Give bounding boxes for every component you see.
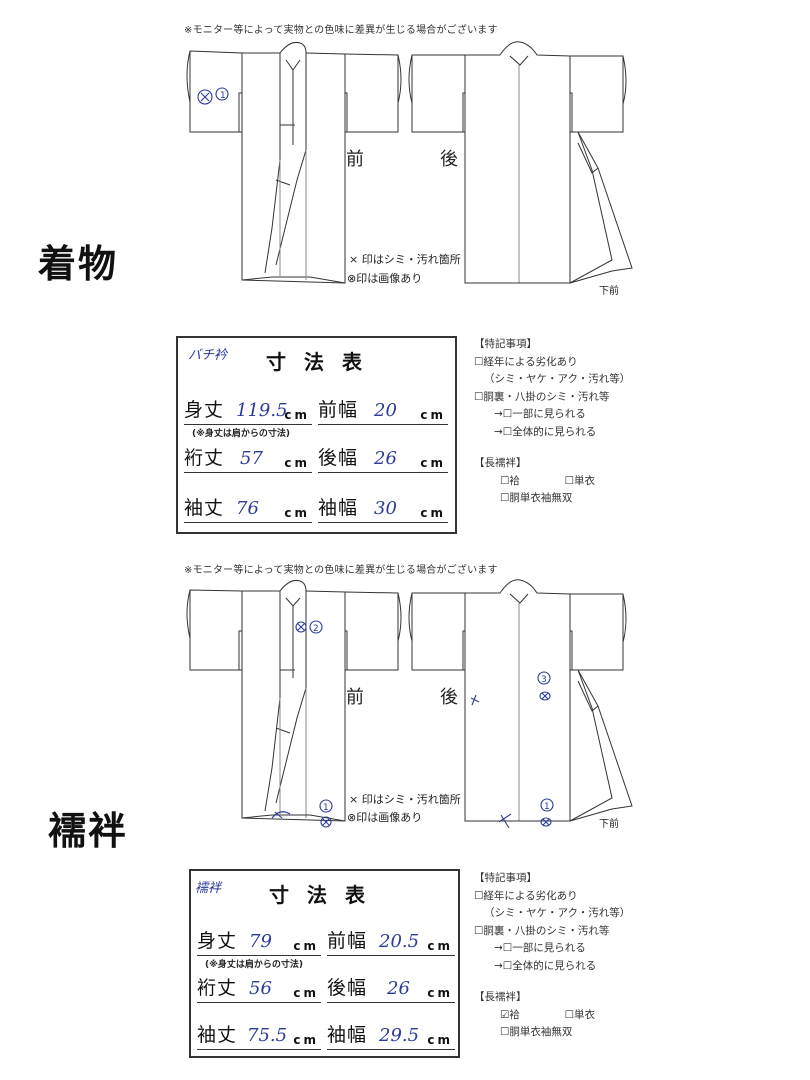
row-maehaba: 前幅 20.5 cm: [327, 927, 455, 956]
stain-mark-2: 2: [295, 620, 323, 634]
checkbox-awase: ☐袷: [500, 474, 520, 487]
checkbox-dohitoe: ☐胴単衣袖無双: [500, 492, 573, 504]
legend-stain: × 印はシミ・汚れ箇所: [349, 253, 461, 266]
legend-stain: × 印はシミ・汚れ箇所: [349, 793, 461, 806]
back-label: 後: [440, 149, 458, 170]
color-notice: ※モニター等によって実物との色味に差異が生じる場合がございます: [184, 25, 498, 36]
x-mark-back-hem: [498, 813, 512, 829]
stain-mark-1: 1: [197, 87, 229, 105]
section-title: 襦袢: [48, 808, 129, 853]
circled-x-icon: ⊗: [347, 272, 357, 285]
special-notes: 【特記事項】 ☐経年による劣化あり （シミ・ヤケ・アク・汚れ等） ☐胴裏・八掛の…: [474, 870, 630, 1042]
note-item: （シミ・ヤケ・アク・汚れ等）: [484, 907, 631, 919]
size-table-title: 寸法表: [266, 350, 380, 374]
svg-text:2: 2: [313, 624, 319, 634]
row-ushirohaba: 後幅 26 cm: [327, 974, 455, 1003]
circled-x-icon: ⊗: [347, 811, 357, 824]
section-title: 着物: [38, 241, 119, 286]
mitake-subnote: (※身丈は肩からの寸法): [205, 960, 303, 970]
stain-mark-back-hem: 1: [540, 798, 554, 827]
row-mitake: 身丈 119.5 cm: [184, 396, 312, 425]
row-yukitake: 裄丈 57 cm: [184, 444, 312, 473]
note-item: →☐全体的に見られる: [494, 425, 597, 438]
note-item: （シミ・ヤケ・アク・汚れ等）: [484, 373, 631, 385]
kimono-diagram: 1: [186, 41, 633, 284]
legend-photo: ⊗印は画像あり: [347, 272, 423, 285]
juban-options: ☑袷 ☐単衣: [474, 1007, 630, 1025]
note-item: ☐胴裏・八掛のシミ・汚れ等: [474, 390, 610, 403]
note-item: →☐一部に見られる: [494, 408, 586, 420]
juban-options: ☐袷 ☐単衣: [474, 473, 630, 491]
juban-diagram: 2 1 3 1: [186, 579, 633, 829]
stain-mark-3: 3: [537, 671, 551, 701]
notes-header: 【特記事項】: [474, 872, 537, 884]
checkbox-hitoe: ☐単衣: [564, 474, 596, 487]
notes-header: 【特記事項】: [474, 338, 537, 350]
color-notice: ※モニター等によって実物との色味に差異が生じる場合がございます: [184, 565, 498, 576]
row-mitake: 身丈 79 cm: [197, 927, 321, 956]
special-notes: 【特記事項】 ☐経年による劣化あり （シミ・ヤケ・アク・汚れ等） ☐胴裏・八掛の…: [474, 336, 630, 508]
svg-text:1: 1: [544, 802, 550, 812]
note-item: ☐経年による劣化あり: [474, 889, 578, 902]
row-maehaba: 前幅 20 cm: [318, 396, 448, 425]
back-label: 後: [440, 687, 458, 708]
size-table: バチ衿 寸法表 身丈 119.5 cm 前幅 20 cm (※身丈は肩からの寸法…: [176, 336, 457, 534]
x-mark-back-side: [470, 694, 480, 706]
mitake-subnote: (※身丈は肩からの寸法): [192, 429, 290, 439]
legend-photo: ⊗印は画像あり: [347, 811, 423, 824]
checkbox-dohitoe: ☐胴単衣袖無双: [500, 1026, 573, 1038]
front-label: 前: [346, 149, 364, 170]
front-label: 前: [346, 687, 364, 708]
svg-text:3: 3: [541, 675, 547, 685]
juban-header: 【長襦袢】: [474, 457, 527, 469]
row-sodehaba: 袖幅 29.5 cm: [327, 1021, 455, 1050]
checkbox-awase: ☑袷: [500, 1008, 520, 1021]
row-sodehaba: 袖幅 30 cm: [318, 494, 448, 523]
row-ushirohaba: 後幅 26 cm: [318, 444, 448, 473]
note-item: ☐胴裏・八掛のシミ・汚れ等: [474, 924, 610, 937]
svg-text:1: 1: [323, 803, 329, 813]
juban-header: 【長襦袢】: [474, 991, 527, 1003]
row-sodetake: 袖丈 76 cm: [184, 494, 312, 523]
handwritten-note: 襦袢: [195, 881, 222, 896]
note-item: →☐一部に見られる: [494, 942, 586, 954]
checkbox-hitoe: ☐単衣: [564, 1008, 596, 1021]
row-yukitake: 裄丈 56 cm: [197, 974, 321, 1003]
row-sodetake: 袖丈 75.5 cm: [197, 1021, 321, 1050]
size-table-title: 寸法表: [269, 883, 383, 907]
size-table: 襦袢 寸法表 身丈 79 cm 前幅 20.5 cm (※身丈は肩からの寸法) …: [189, 869, 460, 1058]
note-item: ☐経年による劣化あり: [474, 355, 578, 368]
handwritten-note: バチ衿: [188, 348, 228, 363]
under-front-label: 下前: [599, 819, 619, 830]
under-front-label: 下前: [599, 286, 619, 297]
stain-mark-front-hem: 1: [271, 799, 333, 828]
svg-text:1: 1: [220, 91, 226, 101]
note-item: →☐全体的に見られる: [494, 959, 597, 972]
